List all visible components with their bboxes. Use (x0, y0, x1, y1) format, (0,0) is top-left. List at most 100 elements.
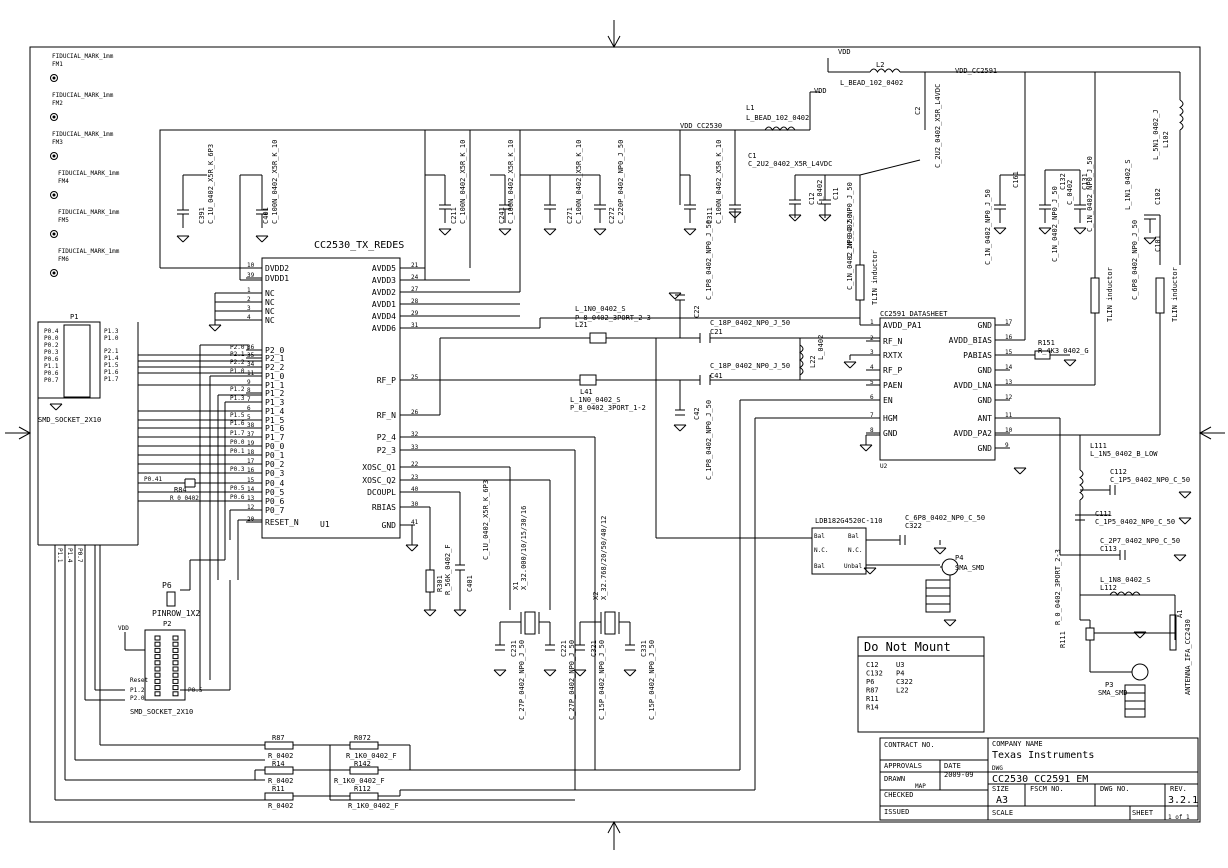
c231-value: C_27P_0402_NP0_J_50 (518, 640, 526, 720)
c101-ref: C101 (1154, 235, 1162, 252)
u2-pin-label: GND (978, 321, 993, 330)
sma-p4 (925, 558, 959, 613)
top-power-bus (159, 129, 700, 292)
p1-left-net: P0.6 (44, 356, 59, 363)
u2-part-name: CC2591_DATASHEET (880, 310, 948, 318)
c112-ref: C112 (1110, 468, 1127, 476)
dnm-title: Do Not Mount (864, 640, 951, 654)
tb-contract: CONTRACT NO. (884, 741, 935, 749)
u1-ref: U1 (320, 520, 330, 529)
bottom-resistor-nets (99, 545, 755, 801)
u1-body (261, 257, 401, 539)
u1-pin-number: 32 (411, 431, 419, 438)
tb-company-label: COMPANY NAME (992, 740, 1043, 748)
u1-pin-number: 33 (411, 444, 419, 451)
u1-pin-label: NC (265, 289, 275, 298)
c331-ref: C331 (640, 640, 648, 657)
inductor-l102 (1179, 99, 1184, 150)
c401-ref: C401 (466, 575, 474, 592)
balun-pin: Bal (848, 533, 859, 540)
u1-pin-label: AVDD2 (372, 288, 396, 297)
tb-company: Texas Instruments (992, 750, 1094, 761)
fiducial-ref: FM4 (58, 178, 69, 185)
u1-pin-label: P1_4 (265, 407, 284, 416)
l1-value: L_BEAD_102_0402 (746, 114, 809, 122)
cap-value: C_100N_0402_X5R_K_10 (271, 140, 279, 224)
r14-ref: R14 (272, 760, 285, 768)
c221-value: C_27P_0402_NP0_J_50 (568, 640, 576, 720)
tb-sheet: SHEET (1132, 809, 1154, 817)
u1-pin-number: 26 (411, 409, 419, 416)
c22-value: C_1P8_0402_NP0_J_50 (705, 220, 713, 300)
u1-pin-number: 30 (411, 501, 419, 508)
p1-left-net: P0.6 (44, 370, 59, 377)
c112-value: C_1P5_0402_NP0_C_50 (1110, 476, 1190, 484)
u1-pin-label: XOSC_Q1 (362, 463, 396, 472)
r14-value: R_0402 (268, 777, 293, 785)
tlin-label: TLIN inductor (1106, 267, 1114, 322)
p6-ref: P6 (162, 581, 172, 590)
p6-name: PINROW_1X2 (152, 609, 200, 618)
c41-ref: C41 (710, 372, 723, 380)
l1n1-value: L_1N1_0402_S (1124, 159, 1132, 210)
gpio-net-label: P1.3 (230, 395, 245, 402)
u1-pin-label: P2_1 (265, 354, 284, 363)
u1-pin-number: 1 (247, 287, 251, 294)
u2-pin-number: 4 (870, 364, 874, 371)
cap-ref: C211 (450, 207, 458, 224)
c111-ref: C111 (1095, 510, 1112, 518)
gpio-net-label: P2.0 (230, 344, 245, 351)
l22-ref: L22 (809, 355, 817, 368)
r11-value: R_0402 (268, 802, 293, 810)
u2-pin-label: GND (978, 444, 993, 453)
u1-pin-label: RF_N (377, 411, 396, 420)
fiducial-ref: FM5 (58, 217, 69, 224)
left-net-label: P0.7 (76, 548, 83, 563)
p2-reset: Reset (130, 677, 148, 684)
fiducial-label: FIDUCIAL_MARK_1mm (58, 209, 120, 216)
tb-rev: 3.2.1 (1168, 795, 1198, 806)
u1-right-pins: 21AVDD524AVDD327AVDD228AVDD129AVDD431AVD… (362, 262, 418, 530)
u2-pin-label: AVDD_BIAS (949, 336, 993, 345)
vdd-label: VDD (838, 48, 851, 56)
cap-ref: C401 (262, 207, 270, 224)
c1-value: C_2U2_0402_X5R_L4VDC (748, 160, 832, 168)
rf-caps (675, 294, 1126, 560)
u1-pin-label: P2_2 (265, 363, 284, 372)
u2-pin-label: PAEN (883, 381, 902, 390)
rf-nets (400, 267, 1080, 790)
tlin-inductor-2 (1090, 277, 1100, 314)
balun-name: LDB182G4520C-110 (815, 517, 882, 525)
p1-right-net: P1.6 (104, 369, 119, 376)
fiducial-mark-icon (50, 269, 58, 277)
vdd-cc2530-label: VDD_CC2530 (680, 122, 722, 130)
c161-ref: C161 (1012, 171, 1020, 188)
u1-pin-label: P0_5 (265, 488, 284, 497)
r87-value: R_0402 (268, 752, 293, 760)
u1-pin-label: GND (382, 521, 397, 530)
u1-pin-label: P1_5 (265, 416, 284, 425)
c1n-value: C_1N_0402_NP0_J_50 (846, 214, 854, 290)
u2-pin-label: GND (978, 366, 993, 375)
gpio-net-label: P0.0 (230, 439, 245, 446)
tlin-label: TLIN inductor (871, 250, 879, 305)
u1-pin-number: 12 (247, 504, 255, 511)
fiducial-mark-icon (50, 191, 58, 199)
u2-pin-label: GND (978, 396, 993, 405)
fiducial-label: FIDUCIAL_MARK_1mm (58, 170, 120, 177)
u2-pin-number: 3 (870, 349, 874, 356)
u1-pin-label: P1_0 (265, 372, 284, 381)
p1-left-net: P0.0 (44, 335, 59, 342)
c6p8-value: C_6P8_0402_NP0_J_50 (1131, 220, 1139, 300)
p1-pins (63, 324, 91, 398)
vdd-label: VDD (814, 87, 827, 95)
u1-pin-number: 6 (247, 405, 251, 412)
p2-p05: P0.5 (188, 687, 203, 694)
u1-pin-number: 34 (247, 361, 255, 368)
l21-value: L_1N0_0402_S (575, 305, 626, 313)
p4-value: SMA_SMD (955, 564, 985, 572)
p1-right-net: P1.4 (104, 355, 119, 362)
tb-fscm: FSCM NO. (1030, 785, 1064, 793)
dnm-item: C132 (866, 670, 883, 678)
